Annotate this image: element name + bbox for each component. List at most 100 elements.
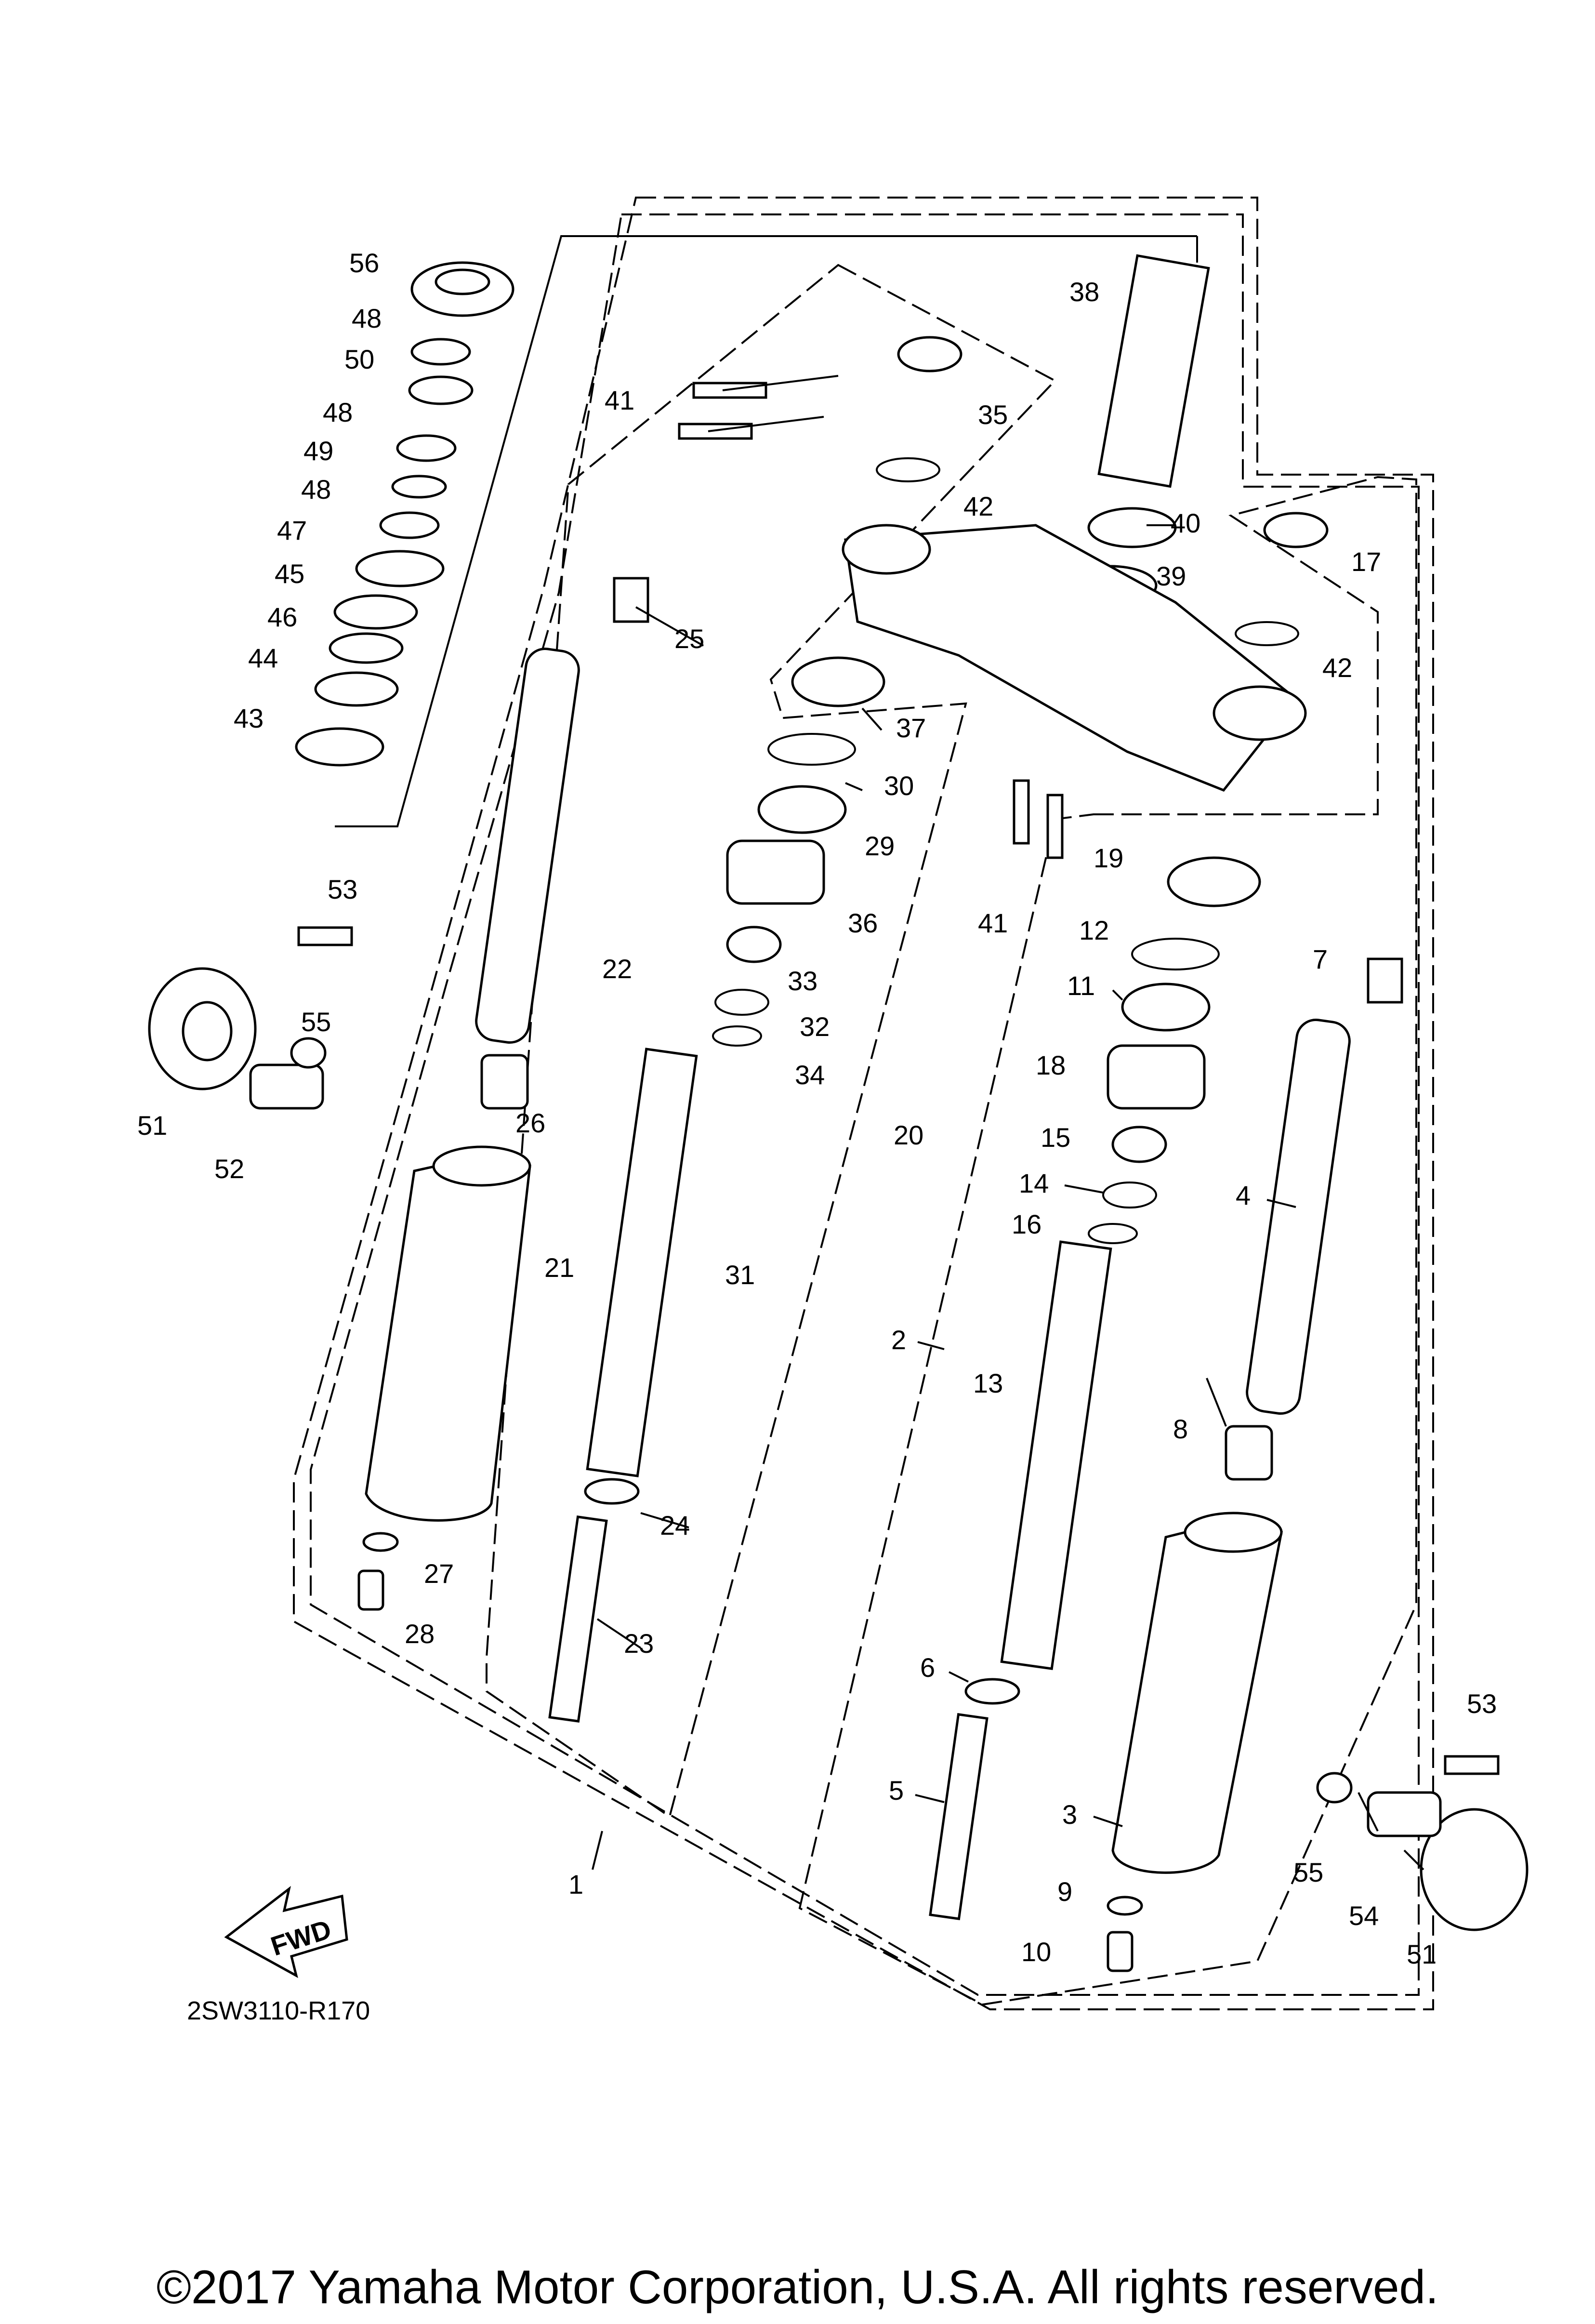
part-21-outer-tube xyxy=(365,1165,531,1522)
part-54-bracket xyxy=(1367,1791,1442,1837)
part-18-guide xyxy=(1107,1044,1206,1110)
callout-label: 23 xyxy=(624,1628,654,1659)
callout-label: 22 xyxy=(602,954,632,984)
part-34-circlip xyxy=(712,1025,762,1047)
callout-label: 55 xyxy=(1293,1857,1323,1887)
part-46-ball-bearing xyxy=(329,632,404,664)
part-44-race xyxy=(314,671,399,707)
part-10-bolt xyxy=(1107,1931,1134,1972)
callout-label: 51 xyxy=(137,1110,167,1141)
callout-label: 30 xyxy=(884,770,914,801)
part-38-steering-stem xyxy=(1097,254,1210,488)
callout-label: 49 xyxy=(303,436,333,466)
callout-label: 48 xyxy=(352,303,382,333)
callout-label: 41 xyxy=(605,385,634,415)
fwd-arrow-icon xyxy=(224,1886,348,1978)
part-24-ring xyxy=(584,1478,640,1505)
callout-label: 41 xyxy=(978,908,1008,938)
part-37-seal xyxy=(791,656,885,707)
part-47-seal xyxy=(355,550,445,587)
part-11-oil-seal xyxy=(1121,983,1211,1032)
part-49-washer xyxy=(391,475,447,499)
callout-label: 24 xyxy=(660,1510,690,1540)
part-48-nut xyxy=(379,511,440,539)
callout-label: 10 xyxy=(1021,1937,1051,1967)
callout-label: 5 xyxy=(889,1775,904,1806)
part-25-spring xyxy=(613,577,649,623)
part-29-oil-seal xyxy=(757,785,847,834)
part-30-clip xyxy=(767,733,856,766)
part-23-damper-rod xyxy=(548,1515,608,1723)
callout-label: 42 xyxy=(1322,652,1352,683)
callout-label: 1 xyxy=(568,1869,583,1899)
part-53-bolt xyxy=(1444,1755,1500,1775)
part-51-reflector xyxy=(1420,1808,1529,1931)
callout-label: 19 xyxy=(1094,843,1123,873)
callout-label: 28 xyxy=(405,1619,435,1649)
callout-label: 8 xyxy=(1173,1414,1188,1444)
callout-label: 50 xyxy=(344,344,374,374)
callout-label: 40 xyxy=(1171,508,1200,538)
figure-code: 2SW3110-R170 xyxy=(187,1996,370,2025)
callout-label: 44 xyxy=(248,643,278,673)
part-7-spring xyxy=(1367,957,1403,1004)
callout-label: 29 xyxy=(865,831,895,861)
callout-label: 46 xyxy=(267,602,297,632)
part-33-bushing xyxy=(726,926,782,963)
part-26-bushing xyxy=(480,1054,529,1110)
copyright-notice: ©2017 Yamaha Motor Corporation, U.S.A. A… xyxy=(156,2260,1439,2313)
part-36-guide xyxy=(726,839,825,905)
callout-label: 52 xyxy=(214,1154,244,1184)
callout-label: 18 xyxy=(1036,1050,1066,1080)
part-12-clip xyxy=(1131,938,1220,970)
callout-label: 51 xyxy=(1407,1939,1437,1969)
part-22-inner-tube xyxy=(475,648,580,1044)
part-28-bolt xyxy=(357,1569,384,1611)
part-14-o-ring xyxy=(1102,1182,1157,1208)
callout-label: 11 xyxy=(1067,970,1095,1001)
part-15-bushing xyxy=(1111,1126,1167,1163)
callout-label: 20 xyxy=(894,1120,923,1150)
part-6-ring xyxy=(964,1678,1020,1705)
part-8-bushing xyxy=(1225,1425,1273,1481)
part-4-inner-tube xyxy=(1246,1019,1351,1415)
part-3-outer-tube xyxy=(1111,1531,1283,1874)
callout-label: 13 xyxy=(973,1368,1003,1398)
callout-label: 56 xyxy=(349,248,379,278)
bearing-stack-bracket xyxy=(335,235,1197,827)
part-53-bolt xyxy=(297,926,353,946)
part-55-nut xyxy=(290,1037,327,1069)
callout-label: 2 xyxy=(891,1325,906,1355)
callout-label: 7 xyxy=(1313,944,1328,974)
callout-labels: 1 2 3 4 5 6 7 8 9 10 11 12 13 14 15 16 1… xyxy=(137,248,1497,1969)
callout-label: 26 xyxy=(515,1108,545,1138)
part-42-circlip xyxy=(1235,621,1299,646)
part-43-race xyxy=(295,727,384,767)
callout-label: 31 xyxy=(725,1260,755,1290)
callout-label: 34 xyxy=(795,1060,825,1090)
callout-label: 48 xyxy=(323,397,353,427)
part-31-spring xyxy=(586,1048,698,1477)
callout-label: 53 xyxy=(328,874,357,904)
right-fork-boundary-2 xyxy=(798,476,1417,2006)
under-bracket xyxy=(844,524,1298,792)
callout-label: 43 xyxy=(234,703,264,733)
callout-label: 35 xyxy=(978,399,1008,430)
callout-label: 21 xyxy=(544,1252,574,1283)
callout-label: 33 xyxy=(788,966,817,996)
part-32-o-ring xyxy=(714,989,769,1016)
callout-label: 54 xyxy=(1349,1900,1379,1931)
callout-label: 6 xyxy=(920,1652,935,1683)
leader-lines xyxy=(592,375,1296,1870)
part-42-circlip xyxy=(876,457,940,482)
callout-label: 16 xyxy=(1012,1209,1041,1239)
callout-label: 32 xyxy=(800,1011,830,1042)
part-13-spring xyxy=(1000,1240,1112,1670)
callout-label: 4 xyxy=(1236,1180,1251,1210)
part-41-bolt xyxy=(1046,794,1064,859)
part-48-nut xyxy=(410,338,471,366)
callout-label: 37 xyxy=(896,713,926,743)
part-41-bolt xyxy=(1013,779,1030,845)
callout-label: 55 xyxy=(301,1007,331,1037)
callout-label: 42 xyxy=(963,491,993,521)
